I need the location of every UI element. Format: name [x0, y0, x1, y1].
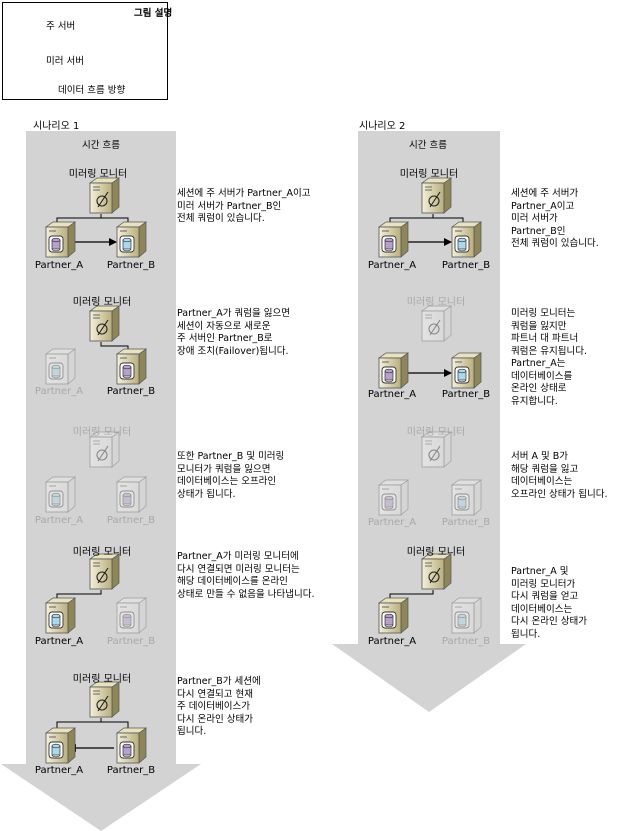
s1-step5-connections	[56, 718, 129, 752]
scenario-2-time-flow: 시간 흐름	[409, 140, 447, 151]
s1-step2-partner-b-server-icon	[115, 348, 148, 385]
s1-step5-monitor-label: 미러링 모니터	[72, 674, 132, 685]
s1-step2-monitor-server-icon	[88, 305, 121, 342]
s2-step4-partner-b-label: Partner_B	[441, 636, 491, 647]
scenario-1-time-arrow	[1, 131, 201, 831]
s2-step2-monitor-server-icon	[420, 305, 453, 342]
s1-step4-partner-b-server-icon	[115, 597, 148, 634]
s2-step3-partner-a-label: Partner_A	[367, 517, 417, 528]
scenario-2-time-arrow	[332, 131, 526, 712]
s2-step4-partner-a-server-icon	[377, 597, 410, 634]
s2-step2-description: 미러링 모니터는 쿼럼을 잃지만 파트너 대 파트너 쿼럼은 유지됩니다. Pa…	[511, 308, 587, 407]
s1-step3-partner-b-label: Partner_B	[106, 515, 156, 526]
s1-step3-description: 또한 Partner_B 및 미러링 모니터가 쿼럼을 잃으면 데이터베이스는 …	[177, 451, 285, 500]
s2-step4-monitor-label: 미러링 모니터	[406, 547, 466, 558]
s1-step2-partner-a-label: Partner_A	[34, 386, 84, 397]
s1-step5-partner-b-label: Partner_B	[106, 765, 156, 776]
s1-step5-monitor-server-icon	[88, 681, 121, 718]
s2-step1-partner-b-server-icon	[450, 221, 483, 258]
s2-step3-partner-b-label: Partner_B	[441, 517, 491, 528]
s1-step2-description: Partner_A가 쿼럼을 잃으면 세션이 자동으로 새로운 주 서버인 Pa…	[177, 308, 290, 357]
s1-step4-partner-a-label: Partner_A	[34, 636, 84, 647]
s2-step3-monitor-label: 미러링 모니터	[406, 427, 466, 438]
s1-step3-partner-a-server-icon	[44, 476, 77, 513]
s1-step4-partner-b-label: Partner_B	[106, 636, 156, 647]
s1-step4-monitor-server-icon	[88, 553, 121, 590]
s2-step2-partner-b-server-icon	[450, 352, 483, 389]
s1-step5-partner-a-server-icon	[44, 727, 77, 764]
s1-step1-monitor-server-icon	[88, 177, 121, 214]
s1-step2-partner-a-server-icon	[44, 348, 77, 385]
s1-step3-monitor-server-icon	[88, 431, 121, 468]
s1-step1-description: 세션에 주 서버가 Partner_A이고 미러 서버가 Partner_B인 …	[177, 188, 311, 224]
s2-step4-partner-a-label: Partner_A	[367, 636, 417, 647]
s1-step5-partner-b-server-icon	[115, 727, 148, 764]
s1-step3-monitor-label: 미러링 모니터	[72, 427, 132, 438]
s2-step1-partner-b-label: Partner_B	[441, 260, 491, 271]
s2-step1-description: 세션에 주 서버가 Partner_A이고 미러 서버가 Partner_B인 …	[511, 188, 599, 249]
s2-step3-partner-a-server-icon	[377, 479, 410, 516]
s2-step4-partner-b-server-icon	[450, 597, 483, 634]
s2-step1-partner-a-label: Partner_A	[367, 260, 417, 271]
s2-step3-partner-b-server-icon	[450, 479, 483, 516]
s1-step4-partner-a-server-icon	[44, 597, 77, 634]
s1-step1-partner-a-server-icon	[44, 221, 77, 258]
s1-step1-partner-b-label: Partner_B	[106, 260, 156, 271]
s1-step2-monitor-label: 미러링 모니터	[72, 297, 132, 308]
s2-step2-monitor-label: 미러링 모니터	[406, 297, 466, 308]
s2-step1-partner-a-server-icon	[377, 221, 410, 258]
s2-step1-monitor-server-icon	[420, 177, 453, 214]
s1-step5-partner-a-label: Partner_A	[34, 765, 84, 776]
legend-principal-label: 주 서버	[46, 21, 76, 32]
legend-flow-label: 데이터 흐름 방향	[58, 85, 126, 96]
scenario-1-time-flow: 시간 흐름	[82, 140, 120, 151]
s1-step1-partner-a-label: Partner_A	[34, 260, 84, 271]
s2-step4-description: Partner_A 및 미러링 모니터가 다시 쿼럼을 얻고 데이터베이스는 다…	[511, 566, 587, 640]
s2-step1-monitor-label: 미러링 모니터	[399, 169, 459, 180]
s1-step3-partner-b-server-icon	[115, 476, 148, 513]
scenario-1-title: 시나리오 1	[33, 121, 80, 132]
s2-step4-monitor-server-icon	[420, 553, 453, 590]
legend-title: 그림 설명	[134, 8, 173, 19]
s1-step2-partner-b-label: Partner_B	[106, 386, 156, 397]
s2-step3-monitor-server-icon	[420, 431, 453, 468]
s1-step1-monitor-label: 미러링 모니터	[68, 169, 128, 180]
s2-step2-partner-a-server-icon	[377, 352, 410, 389]
s1-step3-partner-a-label: Partner_A	[34, 515, 84, 526]
legend-mirror-label: 미러 서버	[46, 56, 84, 67]
s1-step1-partner-b-server-icon	[115, 221, 148, 258]
scenario-2-title: 시나리오 2	[359, 121, 406, 132]
s1-step5-description: Partner_B가 세션에 다시 연결되고 현재 주 데이터베이스가 다시 온…	[177, 676, 261, 737]
s2-step2-partner-a-label: Partner_A	[367, 389, 417, 400]
legend	[2, 2, 168, 100]
s2-step3-description: 서버 A 및 B가 해당 쿼럼을 잃고 데이터베이스는 오프라인 상태가 됩니다…	[511, 451, 608, 500]
s2-step2-partner-b-label: Partner_B	[441, 389, 491, 400]
s1-step4-monitor-label: 미러링 모니터	[72, 547, 132, 558]
s1-step4-description: Partner_A가 미러링 모니터에 다시 연결되면 미러링 모니터는 해당 …	[177, 551, 315, 600]
